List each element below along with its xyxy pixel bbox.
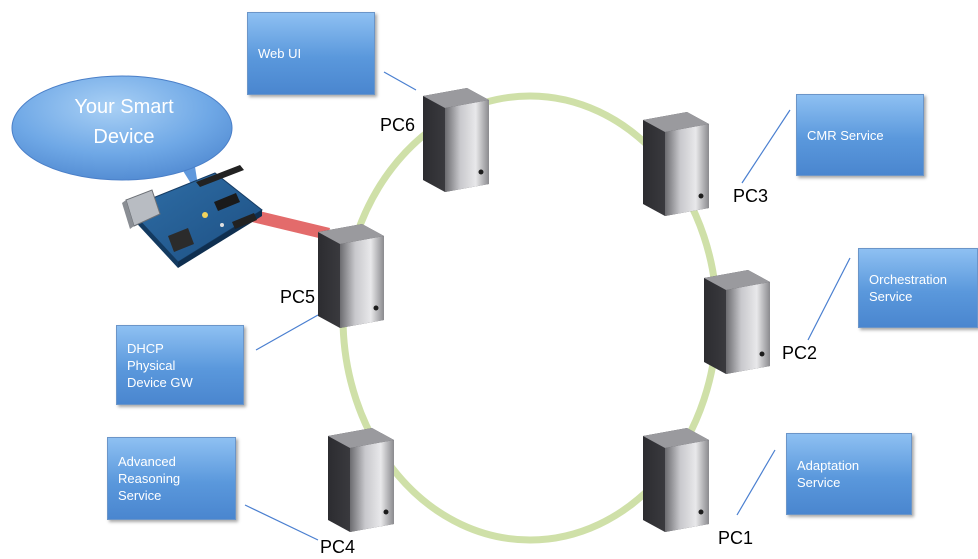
pc6-label: PC6 [380,115,416,135]
smart-device-label: Your Smart Device [74,96,174,148]
pc1-tower-icon [643,428,709,532]
pc2-label: PC2 [782,343,818,363]
pc2-tower-icon [704,270,770,374]
service-box-adaptation: Adaptation Service [786,433,912,515]
callout-line-reasoning [244,504,319,541]
pc3-label: PC3 [733,186,769,206]
callout-line-web-ui [383,71,417,91]
pc4-label: PC4 [320,537,356,557]
service-box-cmr: CMR Service [796,94,924,176]
pc3-tower-icon [643,112,709,216]
device-link [252,210,330,240]
smart-device-board-icon [122,165,263,268]
service-box-reasoning: Advanced Reasoning Service [107,437,236,520]
callout-line-orchestration [807,257,851,341]
callout-line-adaptation [736,449,776,516]
smart-device-bubble [11,75,233,198]
service-box-web-ui: Web UI [247,12,375,95]
pc1-label: PC1 [718,528,754,548]
service-box-orchestration: Orchestration Service [858,248,978,328]
pc6-tower-icon [423,88,489,192]
callout-line-dhcp [255,314,319,351]
pc4-tower-icon [328,428,394,532]
pc5-tower-icon [318,224,384,328]
callout-line-cmr [741,109,791,184]
service-box-dhcp: DHCP Physical Device GW [116,325,244,405]
pc5-label: PC5 [280,287,316,307]
